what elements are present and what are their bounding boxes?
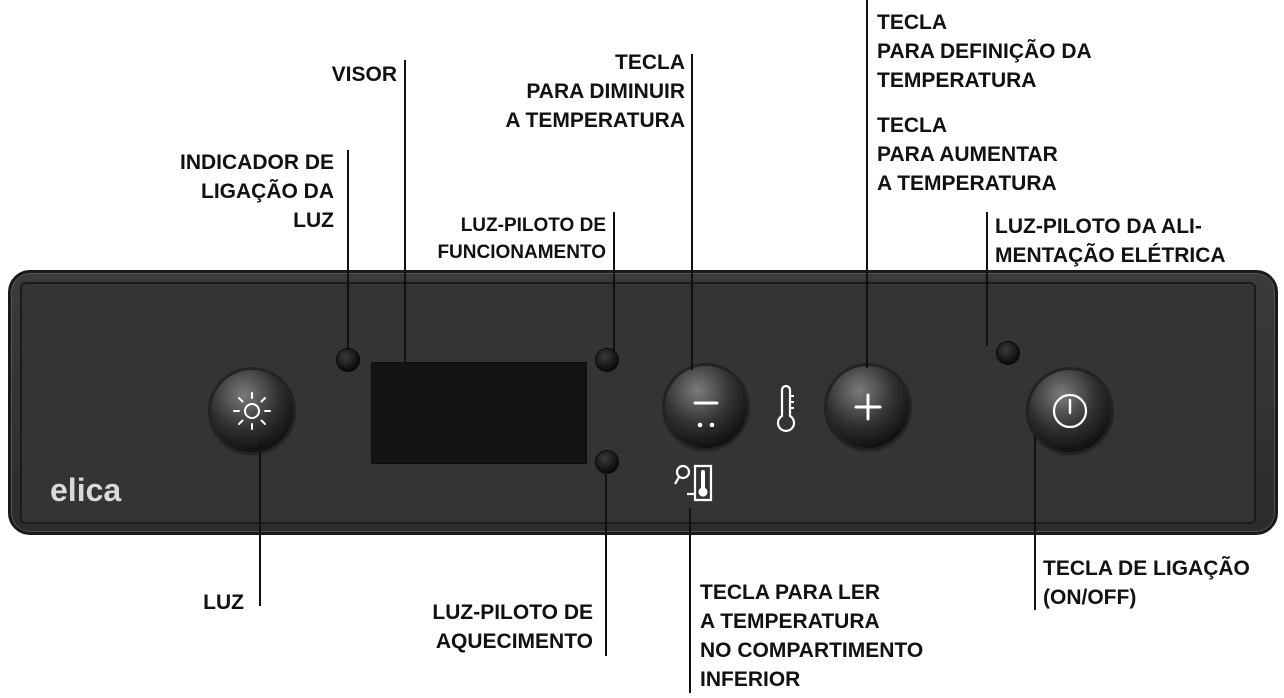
light-indicator-led	[336, 348, 360, 372]
leader-visor	[404, 60, 406, 365]
leader-luz-piloto-alimentacao	[986, 212, 988, 346]
leader-tecla-aumentar	[866, 0, 868, 368]
label-visor: VISOR	[331, 63, 397, 86]
minus-icon	[693, 401, 719, 428]
leader-tecla-diminuir	[691, 54, 693, 370]
leader-luz-piloto-aquecimento	[605, 468, 607, 656]
increase-temperature-button[interactable]	[827, 366, 909, 448]
heating-pilot-led	[595, 450, 619, 474]
key-thermometer-icon	[674, 464, 713, 502]
operation-pilot-led	[595, 348, 619, 372]
thermometer-icon	[776, 384, 796, 433]
leader-luz	[259, 443, 261, 606]
label-luz-piloto-alimentacao: LUZ-PILOTO DA ALI- MENTAÇÃO ELÉTRICA	[995, 215, 1226, 267]
power-icon	[1052, 393, 1088, 429]
temperature-display	[371, 362, 587, 464]
brand-logo: elica	[50, 472, 122, 508]
label-luz: LUZ	[203, 591, 244, 614]
leader-tecla-ligacao	[1034, 434, 1036, 610]
label-tecla-diminuir: TECLA PARA DIMINUIR A TEMPERATURA	[505, 51, 685, 132]
label-luz-piloto-aquecimento: LUZ-PILOTO DE AQUECIMENTO	[432, 601, 593, 653]
label-luz-piloto-funcionamento: LUZ-PILOTO DE FUNCIONAMENTO	[437, 215, 606, 263]
sun-icon	[233, 392, 271, 430]
leader-luz-piloto-funcionamento	[613, 212, 615, 352]
label-tecla-aumentar: TECLA PARA AUMENTAR A TEMPERATURA	[877, 114, 1058, 195]
leader-indicador-luz	[347, 150, 349, 350]
power-supply-pilot-led	[996, 341, 1020, 365]
label-tecla-ler: TECLA PARA LER A TEMPERATURA NO COMPARTI…	[700, 581, 924, 691]
plus-icon	[854, 393, 882, 421]
decrease-temperature-button[interactable]	[665, 366, 747, 448]
light-button[interactable]	[211, 370, 293, 452]
label-indicador-luz: INDICADOR DE LIGAÇÃO DA LUZ	[179, 151, 334, 232]
label-tecla-ligacao: TECLA DE LIGAÇÃO (ON/OFF)	[1043, 557, 1250, 609]
power-button[interactable]	[1029, 370, 1111, 452]
leader-tecla-ler	[689, 508, 691, 693]
label-tecla-definicao: TECLA PARA DEFINIÇÃO DA TEMPERATURA	[877, 11, 1092, 92]
